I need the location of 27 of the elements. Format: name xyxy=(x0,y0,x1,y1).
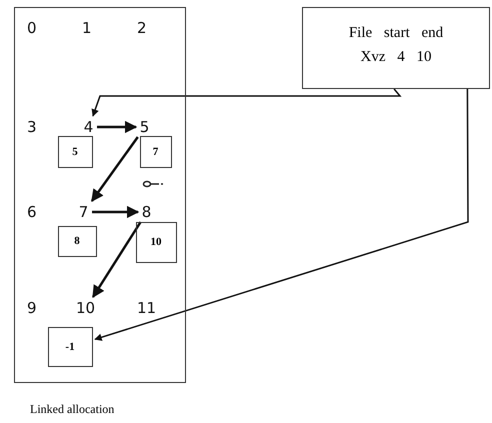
block-number: 5 xyxy=(138,118,152,136)
block-number: 10 xyxy=(74,298,96,316)
pointer-box: -1 xyxy=(48,326,92,366)
table-row-text: Xvz 4 10 xyxy=(360,48,432,66)
block-number: 0 xyxy=(27,19,37,37)
arrow xyxy=(92,221,142,298)
block-number: 11 xyxy=(137,299,156,317)
block-number: 8 xyxy=(140,202,154,220)
file-table xyxy=(302,7,490,89)
arrow xyxy=(94,89,469,341)
arrow xyxy=(97,120,138,134)
table-header: File start end xyxy=(348,24,444,42)
block-number: 7 xyxy=(76,202,90,220)
pointer-box: 8 xyxy=(58,226,96,256)
block-number: 9 xyxy=(27,299,37,317)
arrow xyxy=(90,136,139,202)
pointer-box: 5 xyxy=(58,136,92,168)
arrow xyxy=(92,88,402,117)
block-number: 4 xyxy=(82,118,96,136)
pointer-box: 10 xyxy=(136,222,176,262)
block-number: 1 xyxy=(82,19,92,37)
block-number: 6 xyxy=(27,203,37,221)
arrow xyxy=(92,206,140,218)
pointer-box: 7 xyxy=(140,136,172,168)
block-number: 3 xyxy=(27,118,37,136)
caption: Linked allocation xyxy=(30,402,114,417)
block-number: 2 xyxy=(137,19,147,37)
